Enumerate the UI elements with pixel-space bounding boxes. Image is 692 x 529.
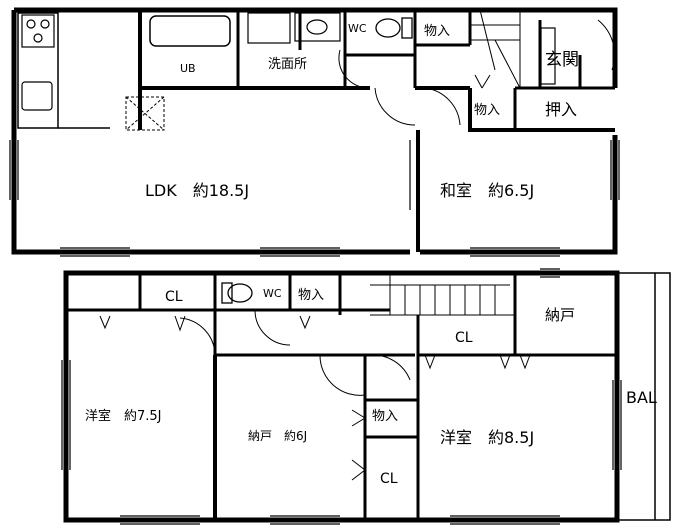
ldk-label: LDK 約18.5J: [145, 181, 249, 200]
cl-left-label: CL: [165, 289, 183, 305]
cl-closet-label: CL: [380, 471, 398, 487]
nando-center-label: 納戸 約6J: [248, 428, 307, 443]
cl-center-label: CL: [455, 330, 473, 346]
washing-machine: [247, 12, 291, 44]
wc2-label: WC: [263, 287, 282, 300]
toilet2-tank: [221, 282, 233, 304]
oshiire-label: 押入: [545, 100, 577, 119]
stove: [21, 14, 55, 48]
washitsu-label: 和室 約6.5J: [440, 181, 534, 200]
monoire-top-label: 物入: [424, 24, 450, 39]
monoire-mid-label: 物入: [474, 103, 500, 118]
monoire2-top-label: 物入: [298, 288, 324, 303]
floor1-windows: [9, 140, 620, 257]
floor1-stairs: [469, 9, 521, 89]
fridge-space: [125, 96, 165, 131]
kitchen-sink: [21, 81, 53, 111]
floor2-windows: [61, 268, 622, 525]
balcony-outline: [617, 272, 671, 521]
toilet-bowl: [375, 18, 401, 38]
kitchen-counter: [17, 12, 59, 129]
monoire-center-label: 物入: [372, 409, 398, 424]
nando-right-label: 納戸: [545, 306, 575, 324]
washbasin-counter: [294, 12, 341, 42]
bathroom: [138, 8, 240, 90]
washbasin: [306, 19, 328, 35]
entrance-door-swing: [597, 19, 616, 71]
bal-label: BAL: [626, 388, 657, 407]
floor1-plan: [9, 7, 620, 257]
floor2-plan: [61, 268, 671, 525]
toilet2-bowl: [227, 283, 253, 303]
shoe-box: [540, 27, 556, 85]
bathtub: [149, 15, 231, 47]
floor2-stairs: [370, 273, 515, 316]
floor1-outer-wall: [11, 7, 618, 255]
youshitsu-right-label: 洋室 約8.5J: [440, 428, 534, 447]
genkan-label: 玄関: [545, 50, 579, 70]
ub-label: UB: [180, 62, 196, 75]
senmenjo-label: 洗面所: [268, 57, 307, 72]
youshitsu-left-label: 洋室 約7.5J: [85, 408, 162, 424]
wc-label: WC: [348, 22, 367, 35]
toilet-tank: [401, 17, 413, 39]
